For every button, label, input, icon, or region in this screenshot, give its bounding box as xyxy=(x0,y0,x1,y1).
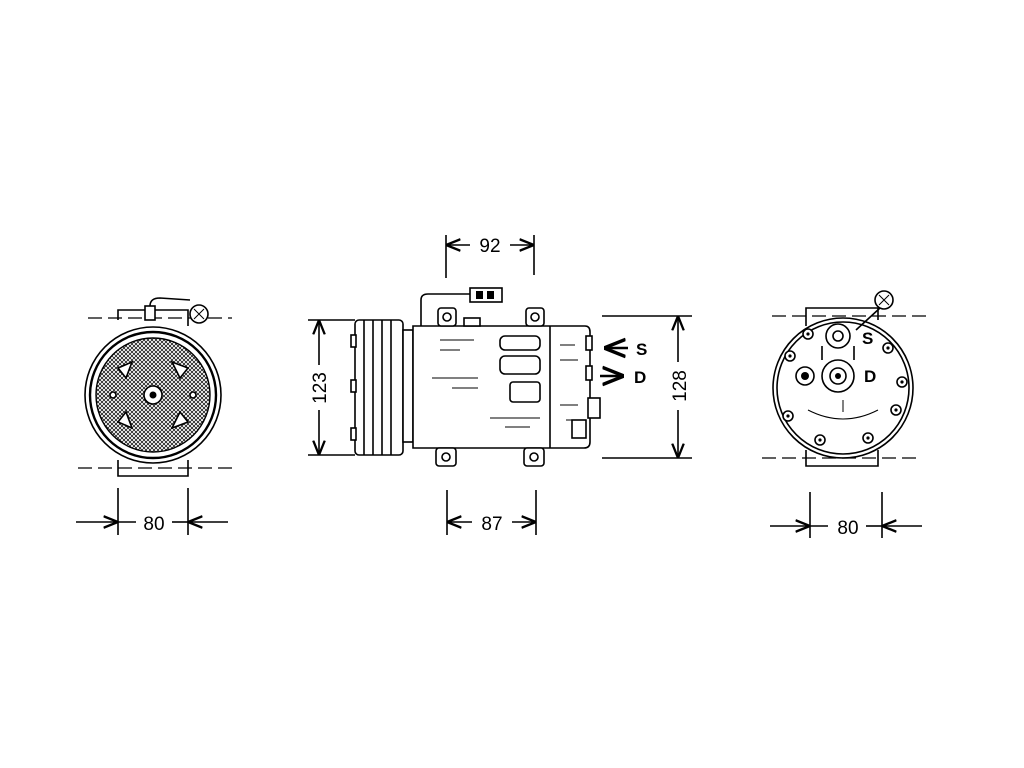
bottom-spacing-dimension: 87 xyxy=(481,514,502,535)
side-view: 92 123 128 87 xyxy=(308,235,692,535)
front-width-dimension: 80 xyxy=(143,514,164,535)
rear-width-dimension: 80 xyxy=(837,518,858,539)
suction-port-label: S xyxy=(636,340,647,359)
top-spacing-dimension: 92 xyxy=(479,236,500,257)
rear-discharge-port-label: D xyxy=(864,367,876,386)
left-height-dimension: 123 xyxy=(310,372,331,404)
front-view: 80 xyxy=(76,297,232,535)
discharge-port-label: D xyxy=(634,368,646,387)
right-height-dimension: 128 xyxy=(670,370,691,402)
rear-suction-port-label: S xyxy=(862,329,873,348)
rear-view: S D 80 xyxy=(762,290,932,539)
